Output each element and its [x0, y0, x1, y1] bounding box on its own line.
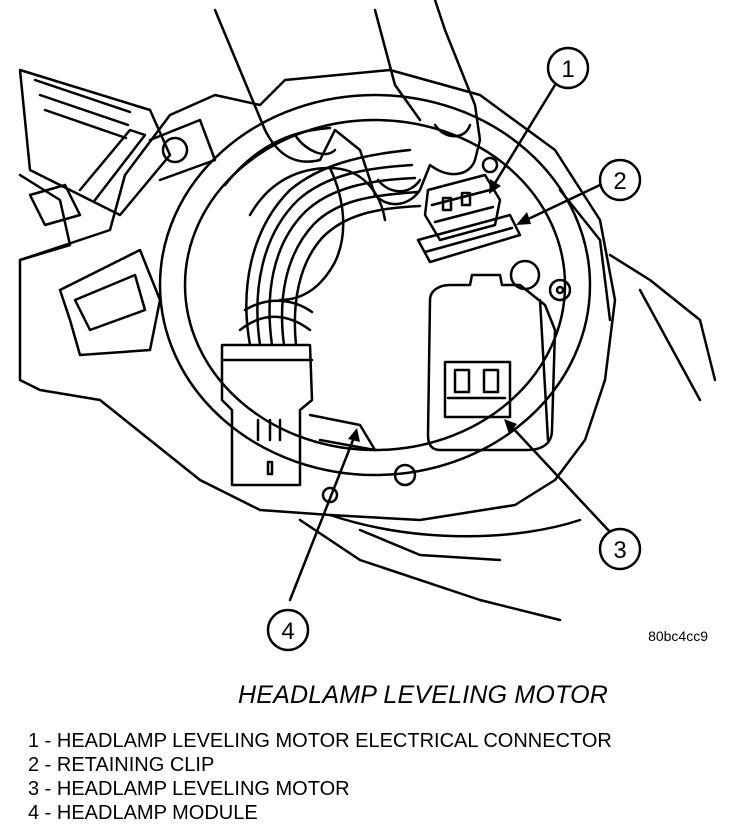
callout-3: 3: [598, 527, 642, 571]
image-code: 80bc4cc9: [648, 628, 708, 644]
callout-4: 4: [266, 608, 310, 652]
arrowhead-3: [504, 419, 517, 434]
figure-title: HEADLAMP LEVELING MOTOR: [238, 681, 608, 709]
callout-1-number: 1: [561, 56, 574, 83]
leveling-motor: [426, 273, 557, 452]
leader-line-3: [508, 423, 612, 534]
callout-1: 1: [546, 46, 590, 90]
callout-2: 2: [598, 158, 642, 202]
legend: 1 - HEADLAMP LEVELING MOTOR ELECTRICAL C…: [28, 729, 612, 825]
legend-item: 3 - HEADLAMP LEVELING MOTOR: [28, 778, 350, 800]
harness-connector: [220, 343, 377, 487]
legend-item: 4 - HEADLAMP MODULE: [28, 802, 258, 824]
lens-ring: [158, 93, 592, 477]
headlamp-module-housing: [18, 68, 617, 562]
callout-3-number: 3: [613, 537, 626, 564]
technician-hand: [213, 0, 717, 622]
legend-item: 2 - RETAINING CLIP: [28, 754, 215, 776]
leader-lines: [288, 83, 612, 602]
leader-line-1: [490, 83, 557, 190]
leader-arrowheads: [348, 179, 531, 442]
legend-item: 1 - HEADLAMP LEVELING MOTOR ELECTRICAL C…: [28, 730, 612, 752]
electrical-connector: [423, 173, 502, 242]
headlamp-illustration: 1 2 3 4 80bc4cc9: [18, 0, 717, 652]
retaining-clip: [416, 213, 522, 264]
leader-line-2: [520, 183, 602, 224]
leader-line-4: [288, 433, 357, 602]
arrowhead-1: [489, 179, 501, 194]
arrowhead-2: [516, 212, 531, 225]
callout-2-number: 2: [613, 168, 626, 195]
wiring-harness: [238, 148, 422, 347]
callout-4-number: 4: [281, 618, 294, 645]
arrowhead-4: [348, 428, 360, 442]
